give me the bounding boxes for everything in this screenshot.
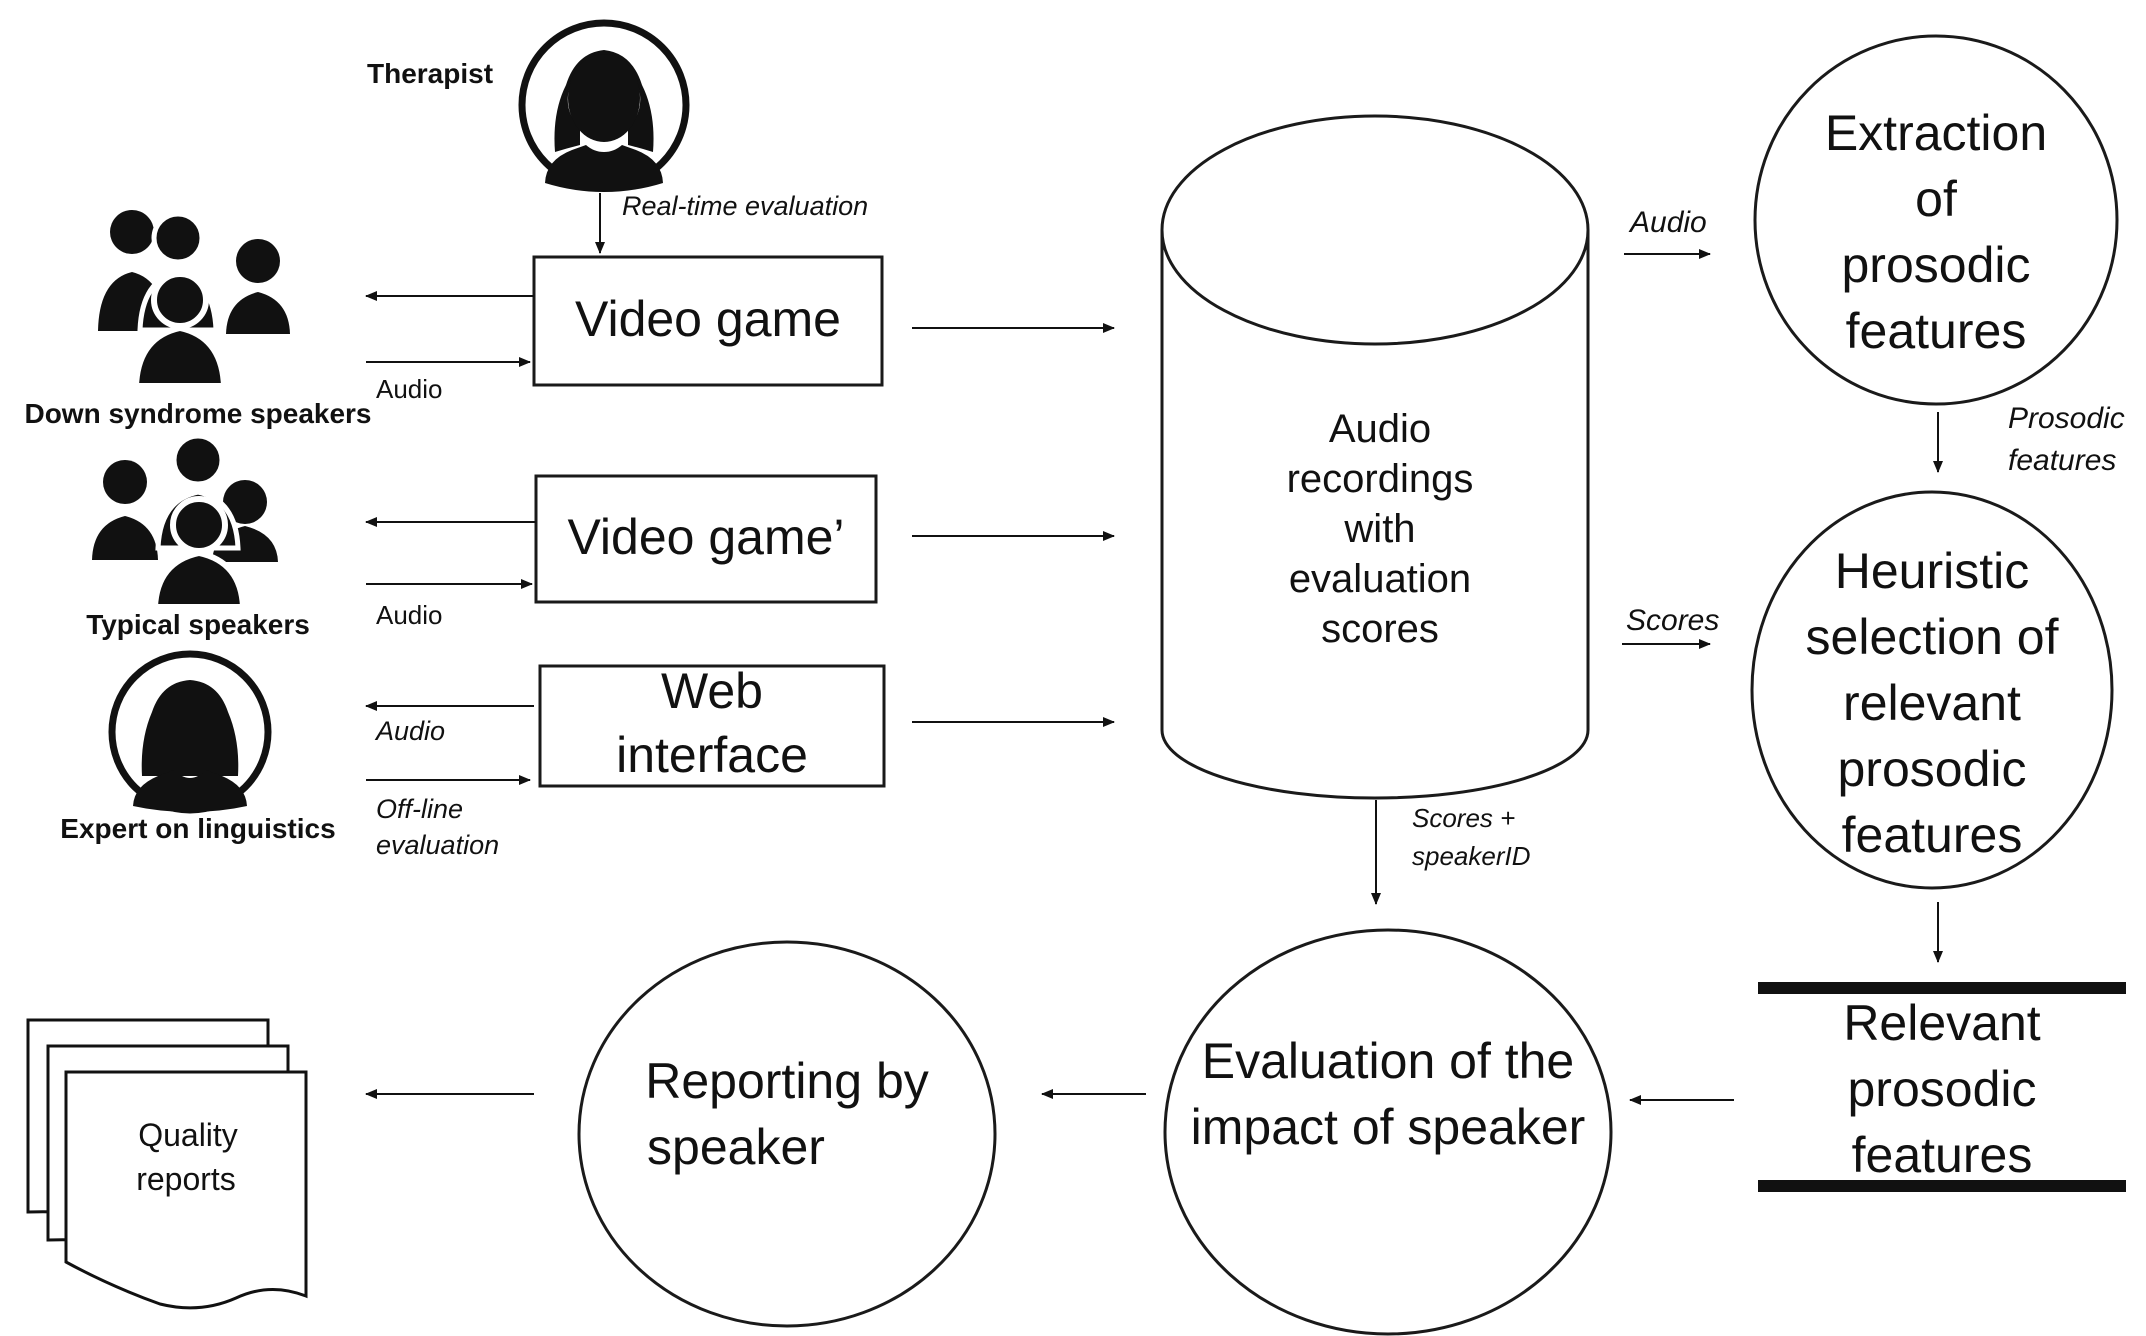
extraction-label-line2: of [1915,171,1957,227]
video-game-label: Video game [575,291,841,347]
offline-label-line2: evaluation [376,830,499,860]
down-syndrome-speakers-label: Down syndrome speakers [24,398,371,429]
reporting-label-line1: Reporting by [645,1053,929,1109]
audio-label-expert: Audio [374,716,445,746]
database-label-line4: evaluation [1289,557,1471,601]
therapist-label: Therapist [367,58,493,89]
quality-reports-document-stack [26,1018,308,1310]
heuristic-label-line1: Heuristic [1835,543,2029,599]
web-interface-label-line1: Web [661,663,763,719]
store-label-line3: features [1852,1127,2033,1183]
reporting-process [577,940,997,1328]
database-label-line1: Audio [1329,407,1431,451]
heuristic-label-line2: selection of [1806,609,2059,665]
therapist-icon [518,19,690,192]
quality-reports-label-line2: reports [136,1161,236,1197]
typical-speakers-icon [92,433,278,610]
database-label-line3: with [1343,507,1415,551]
scores-speakerid-label-line1: Scores + [1412,803,1515,833]
store-label-line1: Relevant [1843,995,2040,1051]
extraction-label-line1: Extraction [1825,105,2047,161]
heuristic-label-line3: relevant [1843,675,2021,731]
video-game-prime-label: Video game’ [567,509,844,565]
extraction-label-line3: prosodic [1842,237,2031,293]
expert-on-linguistics-label: Expert on linguistics [60,813,335,844]
audio-label-ds: Audio [376,374,443,404]
evaluation-label-line2: impact of speaker [1191,1099,1586,1155]
extraction-label-line4: features [1846,303,2027,359]
typical-speakers-label: Typical speakers [86,609,310,640]
quality-reports-label-line1: Quality [138,1117,238,1153]
realtime-evaluation-label: Real-time evaluation [622,191,868,221]
prosodic-features-label-line2: features [2008,444,2116,477]
audio-label-typical: Audio [376,600,443,630]
heuristic-label-line4: prosodic [1838,741,2027,797]
web-interface-box [538,664,886,788]
database-label-line2: recordings [1287,457,1474,501]
scores-speakerid-label-line2: speakerID [1412,841,1531,871]
video-game-prime-box [534,474,878,604]
prosodic-features-label-line1: Prosodic [2008,402,2125,435]
audio-recordings-database [1160,114,1590,800]
video-game-box [532,255,884,387]
heuristic-label-line5: features [1842,807,2023,863]
scores-label: Scores [1626,604,1719,637]
reporting-label-line2: speaker [647,1119,825,1175]
down-syndrome-speakers-icon [98,210,290,389]
evaluation-process [1163,928,1613,1336]
store-label-line2: prosodic [1848,1061,2037,1117]
offline-label-line1: Off-line [376,794,463,824]
database-label-line5: scores [1321,607,1439,651]
evaluation-label-line1: Evaluation of the [1202,1033,1575,1089]
heuristic-selection-process [1750,490,2114,890]
extraction-process [1753,34,2119,406]
expert-on-linguistics-icon [108,650,272,814]
audio-label-right: Audio [1628,206,1707,239]
web-interface-label-line2: interface [616,727,808,783]
